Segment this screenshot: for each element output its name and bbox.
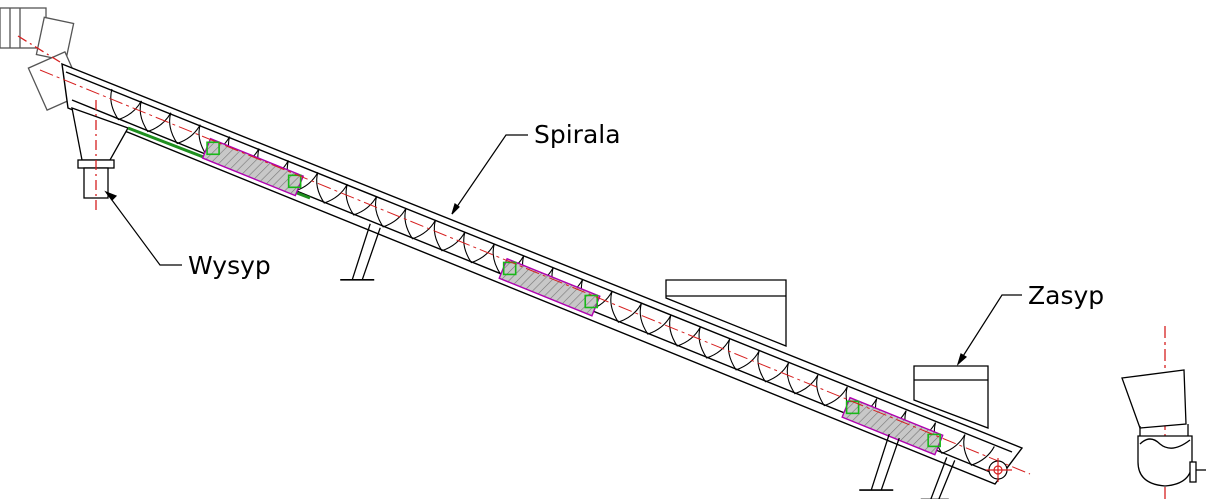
screen-sections (201, 137, 944, 456)
spiral-flight (757, 350, 789, 383)
spiral-flight (169, 112, 201, 145)
spiral-flight (610, 291, 642, 323)
screen-bolt (206, 141, 220, 156)
spiral-flight (669, 315, 701, 347)
spiral-flight (316, 172, 348, 204)
spiral-flight (698, 327, 731, 359)
screen-section (201, 137, 305, 197)
screen-section (841, 396, 944, 456)
support-leg (870, 433, 900, 491)
inlet-leader (957, 294, 1022, 365)
spiral-leader (451, 134, 528, 215)
leader-lines (104, 134, 1022, 366)
inlet-hopper (665, 279, 989, 429)
tail-bearing (986, 458, 1012, 482)
inlet-label: Zasyp (1028, 281, 1104, 310)
conveyor-centerline (39, 69, 1031, 475)
spiral-flight (404, 207, 436, 240)
screen-bolt (287, 174, 302, 189)
spiral-label: Spirala (534, 120, 621, 149)
spiral-flight (139, 100, 172, 133)
tube-top-inner-wall (65, 71, 1013, 453)
end-view (1121, 326, 1206, 499)
support-leg (351, 223, 381, 281)
support-legs (340, 223, 956, 499)
spiral-flight (433, 219, 466, 252)
spiral-flight (816, 374, 848, 407)
discharge-leader (105, 191, 182, 266)
spiral-flight (345, 184, 378, 216)
spiral-flight (110, 88, 142, 121)
spiral-flight (727, 339, 760, 371)
spiral-flight (786, 362, 819, 395)
discharge-label: Wysyp (188, 251, 271, 280)
screen-bolt (927, 433, 941, 448)
support-leg (930, 457, 956, 499)
spiral-flight (463, 231, 495, 264)
screen-section (498, 257, 601, 317)
spiral-flight (963, 434, 995, 466)
spiral-flight (374, 196, 407, 228)
screen-bolt (502, 261, 517, 276)
spiral-flight (639, 303, 672, 335)
